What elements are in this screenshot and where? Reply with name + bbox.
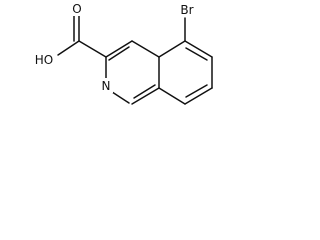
carbonyl-oxygen-label-bg [70,1,83,16]
bond-c3-ccooh [78,40,107,58]
bond-c8-c8a [158,87,186,105]
bond-c4-c3 [105,40,133,58]
bond-c1-c8a [131,87,160,105]
bond-c4a-c4 [131,40,160,58]
bond-c5-c6-inner [185,47,208,61]
bond-ccooh-oh [57,40,80,56]
carbonyl-oxygen-atom-label: O [72,2,81,16]
hydroxyl-label-bg [33,51,57,67]
structure-diagram: Br O HO N [33,1,213,105]
ring-nitrogen-label-bg [99,78,113,93]
bond-c4a-c5 [158,40,186,58]
bond-c4-c3-inner [108,46,130,61]
hydroxyl-atom-label: HO [35,53,53,67]
bromine-label-bg [177,1,198,17]
bond-c5-c6 [184,40,213,58]
bond-c7-c8-inner [185,84,208,98]
bond-c7-c8 [184,87,213,105]
bromine-atom-label: Br [180,3,193,17]
ring-nitrogen-atom-label: N [102,79,111,93]
bond-c1-c8a-inner [133,84,156,99]
